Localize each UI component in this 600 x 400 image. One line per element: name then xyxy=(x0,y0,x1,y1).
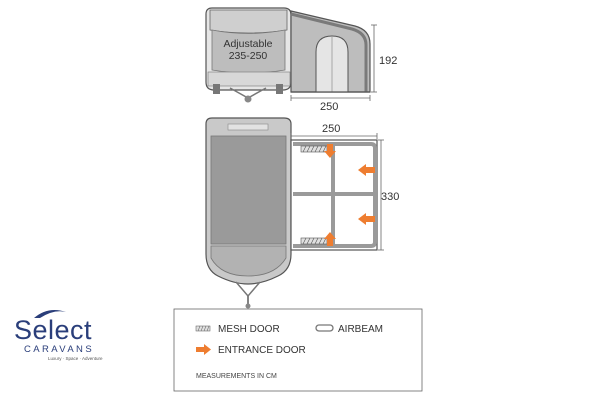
entrance-arrow-top xyxy=(324,144,336,158)
logo-caravans-text: CARAVANS xyxy=(24,344,94,355)
entrance-arrow-front-lower xyxy=(358,213,375,225)
legend-box: MESH DOOR AIRBEAM ENTRANCE DOOR MEASUREM… xyxy=(173,308,423,392)
caravan-plan-nose xyxy=(210,245,287,277)
side-view: 192 250 Adjustable 235-250 xyxy=(205,7,397,113)
entrance-door-legend-label: ENTRANCE DOOR xyxy=(218,345,306,356)
mesh-door-legend-label: MESH DOOR xyxy=(218,324,280,335)
tow-hitch-icon xyxy=(244,95,252,103)
depth-label: 250 xyxy=(320,101,338,113)
airbeam-legend-label: AIRBEAM xyxy=(338,324,383,335)
caravan-roof xyxy=(209,9,288,34)
caravan-plan-roof xyxy=(210,135,287,245)
length-label: 330 xyxy=(381,191,399,203)
measurements-note: MEASUREMENTS IN CM xyxy=(196,373,277,380)
adjustable-label: Adjustable xyxy=(223,38,272,50)
logo-select-text: Select xyxy=(14,315,92,345)
adjustable-range: 235-250 xyxy=(229,50,268,62)
awning-airbeam-side xyxy=(290,12,368,92)
airbeam-legend-icon xyxy=(315,324,334,332)
entrance-arrow-front-upper xyxy=(358,164,375,176)
width-label: 250 xyxy=(322,123,340,135)
logo-swoosh-icon xyxy=(34,310,66,318)
caravan-rooflight xyxy=(227,123,269,131)
mesh-door-bottom xyxy=(300,237,328,245)
entrance-door-legend-icon xyxy=(196,344,211,355)
tow-coupling-icon xyxy=(245,303,251,309)
legend-frame xyxy=(173,308,423,392)
mesh-door-legend-icon xyxy=(195,325,211,332)
select-caravans-logo: Select CARAVANS Luxury · Space · Adventu… xyxy=(14,310,103,361)
mesh-door-top xyxy=(300,145,328,153)
top-view: 250 330 xyxy=(205,117,399,309)
caravan-lower-panel xyxy=(207,71,291,87)
caravan-wheel-left xyxy=(213,84,220,94)
entrance-arrow-bottom xyxy=(324,232,336,246)
logo-tagline: Luxury · Space · Adventure xyxy=(48,356,103,361)
height-label: 192 xyxy=(379,55,397,67)
caravan-wheel-right xyxy=(276,84,283,94)
